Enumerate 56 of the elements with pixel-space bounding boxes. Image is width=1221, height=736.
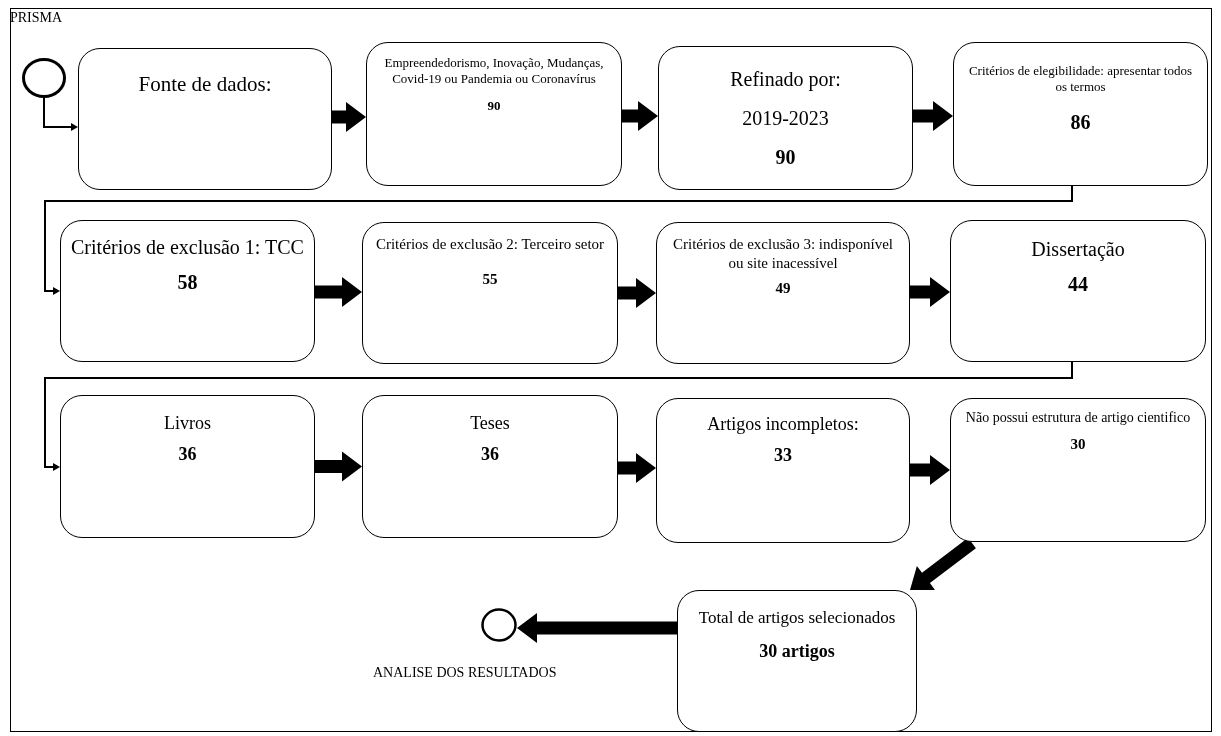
caption-label: PRISMA	[10, 10, 63, 26]
arrow	[43, 97, 78, 131]
process-box	[362, 395, 618, 538]
count-label: 55	[482, 269, 498, 289]
step-text: Critérios de exclusão 1: TCC	[71, 235, 304, 260]
block-arrow	[910, 455, 950, 485]
process-box	[362, 222, 618, 364]
step-text: Teses	[470, 412, 510, 435]
step-text: Empreendedorismo, Inovação, Mudanças, Covid-19 ou Pandemia ou Coronavírus	[383, 55, 605, 88]
caption-label: ANALISE DOS RESULTADOS	[373, 665, 557, 681]
terminal-circle	[22, 58, 66, 98]
block-arrow	[913, 101, 953, 131]
process-box	[950, 398, 1206, 542]
step-text: Critérios de exclusão 3: indisponível ou site inacessível	[672, 235, 894, 273]
step-text: 2019-2023	[742, 106, 829, 131]
process-box	[677, 590, 917, 732]
process-box	[656, 398, 910, 543]
process-box	[950, 220, 1206, 362]
count-label: 36	[178, 442, 197, 465]
process-box	[366, 42, 622, 186]
arrow	[44, 185, 1073, 295]
step-text: Total de artigos selecionados	[698, 607, 896, 629]
block-arrow	[315, 451, 362, 482]
count-label: 30	[1070, 434, 1086, 454]
process-box	[60, 220, 315, 362]
process-box	[60, 395, 315, 538]
count-label: 90	[487, 97, 501, 114]
step-text: Não possui estrutura de artigo cientifico	[965, 409, 1191, 427]
block-arrow	[622, 101, 658, 131]
count-label: 86	[1070, 109, 1091, 135]
block-arrow	[618, 278, 656, 308]
process-box	[953, 42, 1208, 186]
count-label: 58	[177, 270, 198, 295]
process-box	[658, 46, 913, 190]
block-arrow	[910, 277, 950, 307]
count-label: 33	[774, 443, 792, 466]
count-label: 49	[775, 278, 791, 298]
block-arrow	[517, 613, 677, 643]
block-arrow	[315, 277, 362, 307]
block-arrow	[332, 102, 366, 132]
step-text: Critérios de elegibilidade: apresentar todos os termos	[967, 63, 1194, 96]
step-text: Critérios de exclusão 2: Terceiro setor	[375, 235, 605, 254]
count-label: 30 artigos	[759, 640, 835, 663]
process-box	[78, 48, 332, 190]
step-text: Livros	[164, 412, 211, 435]
count-label: 36	[481, 442, 499, 465]
block-arrow	[618, 453, 656, 483]
arrow	[44, 361, 1073, 471]
count-label: 44	[1068, 272, 1088, 297]
step-text: Artigos incompletos:	[707, 413, 859, 436]
step-text: Fonte de dados:	[138, 71, 272, 98]
step-text: Dissertação	[1031, 237, 1125, 262]
process-box	[656, 222, 910, 364]
step-text: Refinado por:	[730, 67, 841, 92]
terminal-circle	[481, 608, 517, 642]
count-label: 90	[775, 145, 796, 170]
